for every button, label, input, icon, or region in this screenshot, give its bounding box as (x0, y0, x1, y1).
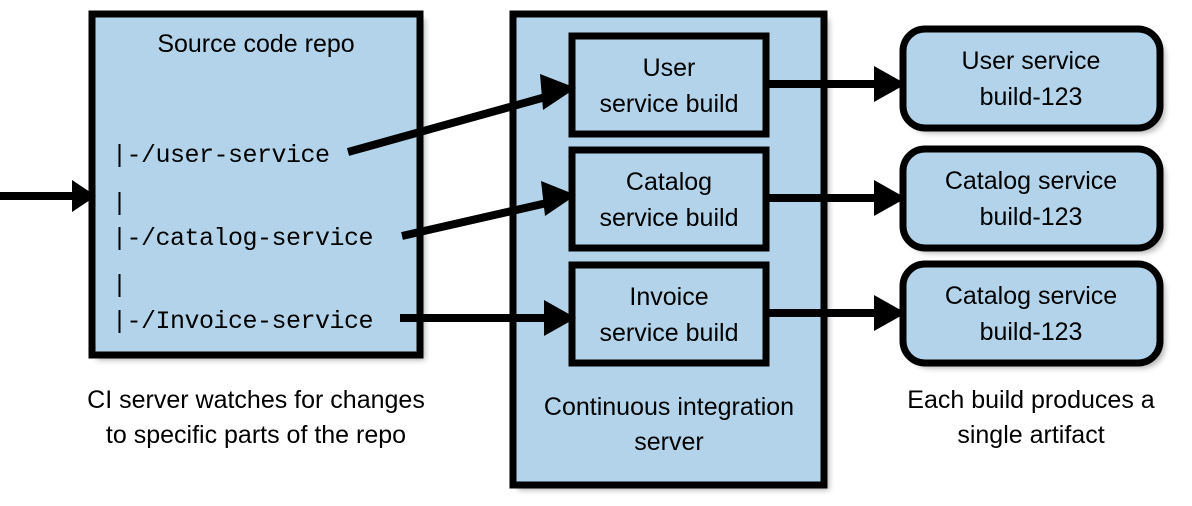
repo-tree-line-4: | (112, 271, 127, 300)
repo-tree-line-5: |-/Invoice-service (112, 307, 373, 336)
repo-caption-line1: CI server watches for changes (87, 386, 425, 414)
artifacts-panel: User service build-123 Catalog service b… (899, 25, 1164, 449)
arrow-catalog-build-to-artifact-head (874, 180, 906, 216)
build-job-user-service-line1: User (643, 54, 696, 82)
artifacts-caption-line2: single artifact (957, 421, 1104, 449)
arrow-repo-to-catalog-build-head (541, 181, 576, 216)
arrow-repo-to-invoice-build (400, 300, 576, 336)
build-job-invoice-service: Invoice service build (568, 261, 770, 367)
source-code-repo-title: Source code repo (157, 30, 354, 58)
arrow-repo-to-user-build (346, 74, 576, 156)
build-job-invoice-service-line1: Invoice (629, 283, 708, 311)
arrow-repo-to-invoice-build-head (544, 300, 576, 336)
incoming-arrow (0, 180, 96, 212)
source-code-repo-box-border (88, 10, 424, 359)
artifact-1-line2: build-123 (980, 83, 1083, 111)
artifact-catalog-service-build-123-b: Catalog service build-123 (899, 260, 1164, 367)
ci-server-caption-line2: server (634, 428, 703, 456)
build-job-invoice-service-line2: service build (600, 319, 739, 347)
source-code-repo-panel: Source code repo |-/user-service | |-/ca… (88, 10, 424, 359)
artifact-1-line1: User service (962, 47, 1101, 75)
arrow-user-build-to-artifact (766, 66, 906, 102)
artifacts-caption-line1: Each build produces a (907, 386, 1154, 414)
build-job-catalog-service-line1: Catalog (626, 168, 712, 196)
arrow-invoice-build-to-artifact (766, 295, 906, 331)
build-job-catalog-service: Catalog service build (568, 146, 770, 252)
artifact-2-line1: Catalog service (945, 167, 1117, 195)
source-code-repo-box (92, 14, 420, 355)
arrow-invoice-build-to-artifact-head (874, 295, 906, 331)
build-job-user-service: User service build (568, 32, 770, 138)
ci-server-caption-line1: Continuous integration (544, 393, 794, 421)
artifact-user-service-build-123: User service build-123 (899, 25, 1164, 132)
artifact-catalog-service-build-123-a: Catalog service build-123 (899, 145, 1164, 252)
arrow-catalog-build-to-artifact (766, 180, 906, 216)
build-job-user-service-line2: service build (600, 90, 739, 118)
incoming-arrowhead (72, 180, 96, 212)
build-job-catalog-service-line2: service build (600, 204, 739, 232)
artifact-2-line2: build-123 (980, 203, 1083, 231)
repo-caption-line2: to specific parts of the repo (106, 421, 406, 449)
arrow-repo-to-user-build-head (540, 74, 576, 110)
repo-tree-line-3: |-/catalog-service (112, 224, 373, 253)
arrow-user-build-to-artifact-head (874, 66, 906, 102)
repo-tree-line-2: | (112, 189, 127, 218)
repo-tree-line-1: |-/user-service (112, 141, 330, 170)
artifact-3-line2: build-123 (980, 318, 1083, 346)
ci-server-box-border (509, 10, 828, 489)
arrow-repo-to-catalog-build (401, 181, 576, 240)
artifact-3-line1: Catalog service (945, 282, 1117, 310)
